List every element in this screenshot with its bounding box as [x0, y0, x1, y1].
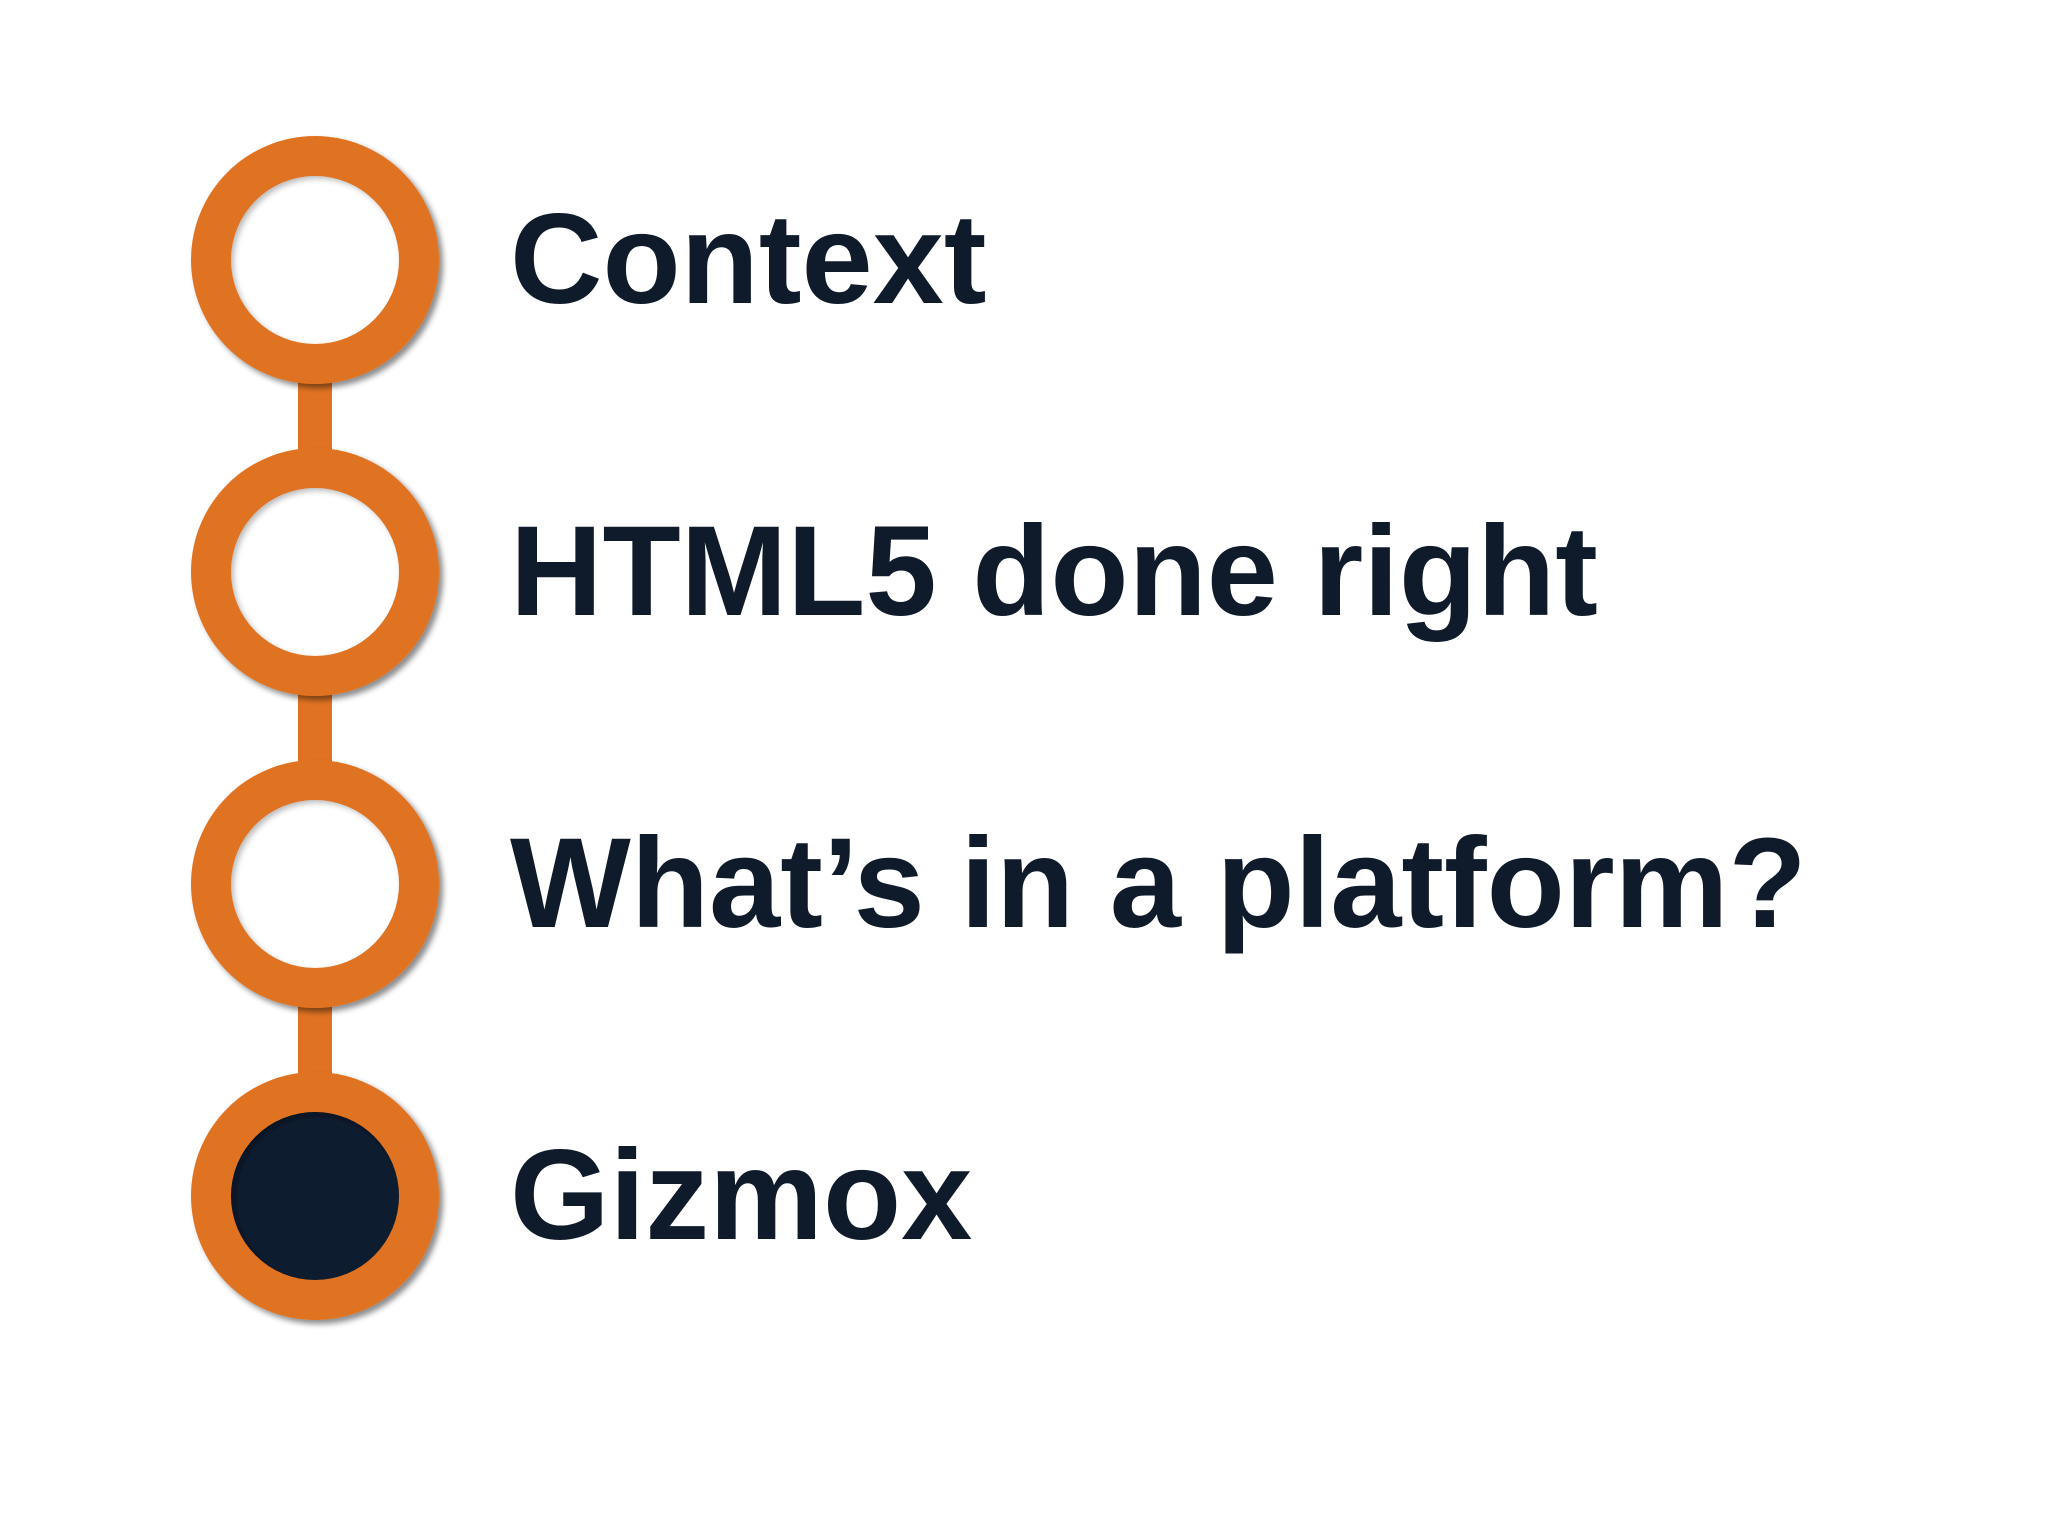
- agenda-item-html5-done-right: HTML5 done right: [510, 500, 1598, 643]
- timeline-node-fill-active: [231, 1112, 399, 1280]
- agenda-item-gizmox: Gizmox: [510, 1124, 973, 1267]
- timeline-node: [191, 448, 439, 696]
- timeline-connector: [298, 372, 332, 460]
- timeline-node-active: [191, 1072, 439, 1320]
- timeline-node-fill: [231, 800, 399, 968]
- agenda-item-whats-in-a-platform: What’s in a platform?: [510, 812, 1807, 955]
- timeline-connectors: [298, 372, 332, 1084]
- timeline-node: [191, 760, 439, 1008]
- agenda-item-context: Context: [510, 188, 987, 331]
- timeline-node-fill: [231, 176, 399, 344]
- timeline-nodes: [191, 136, 439, 1320]
- timeline-connector: [298, 684, 332, 772]
- timeline-node-fill: [231, 488, 399, 656]
- timeline-node: [191, 136, 439, 384]
- timeline-connector: [298, 996, 332, 1084]
